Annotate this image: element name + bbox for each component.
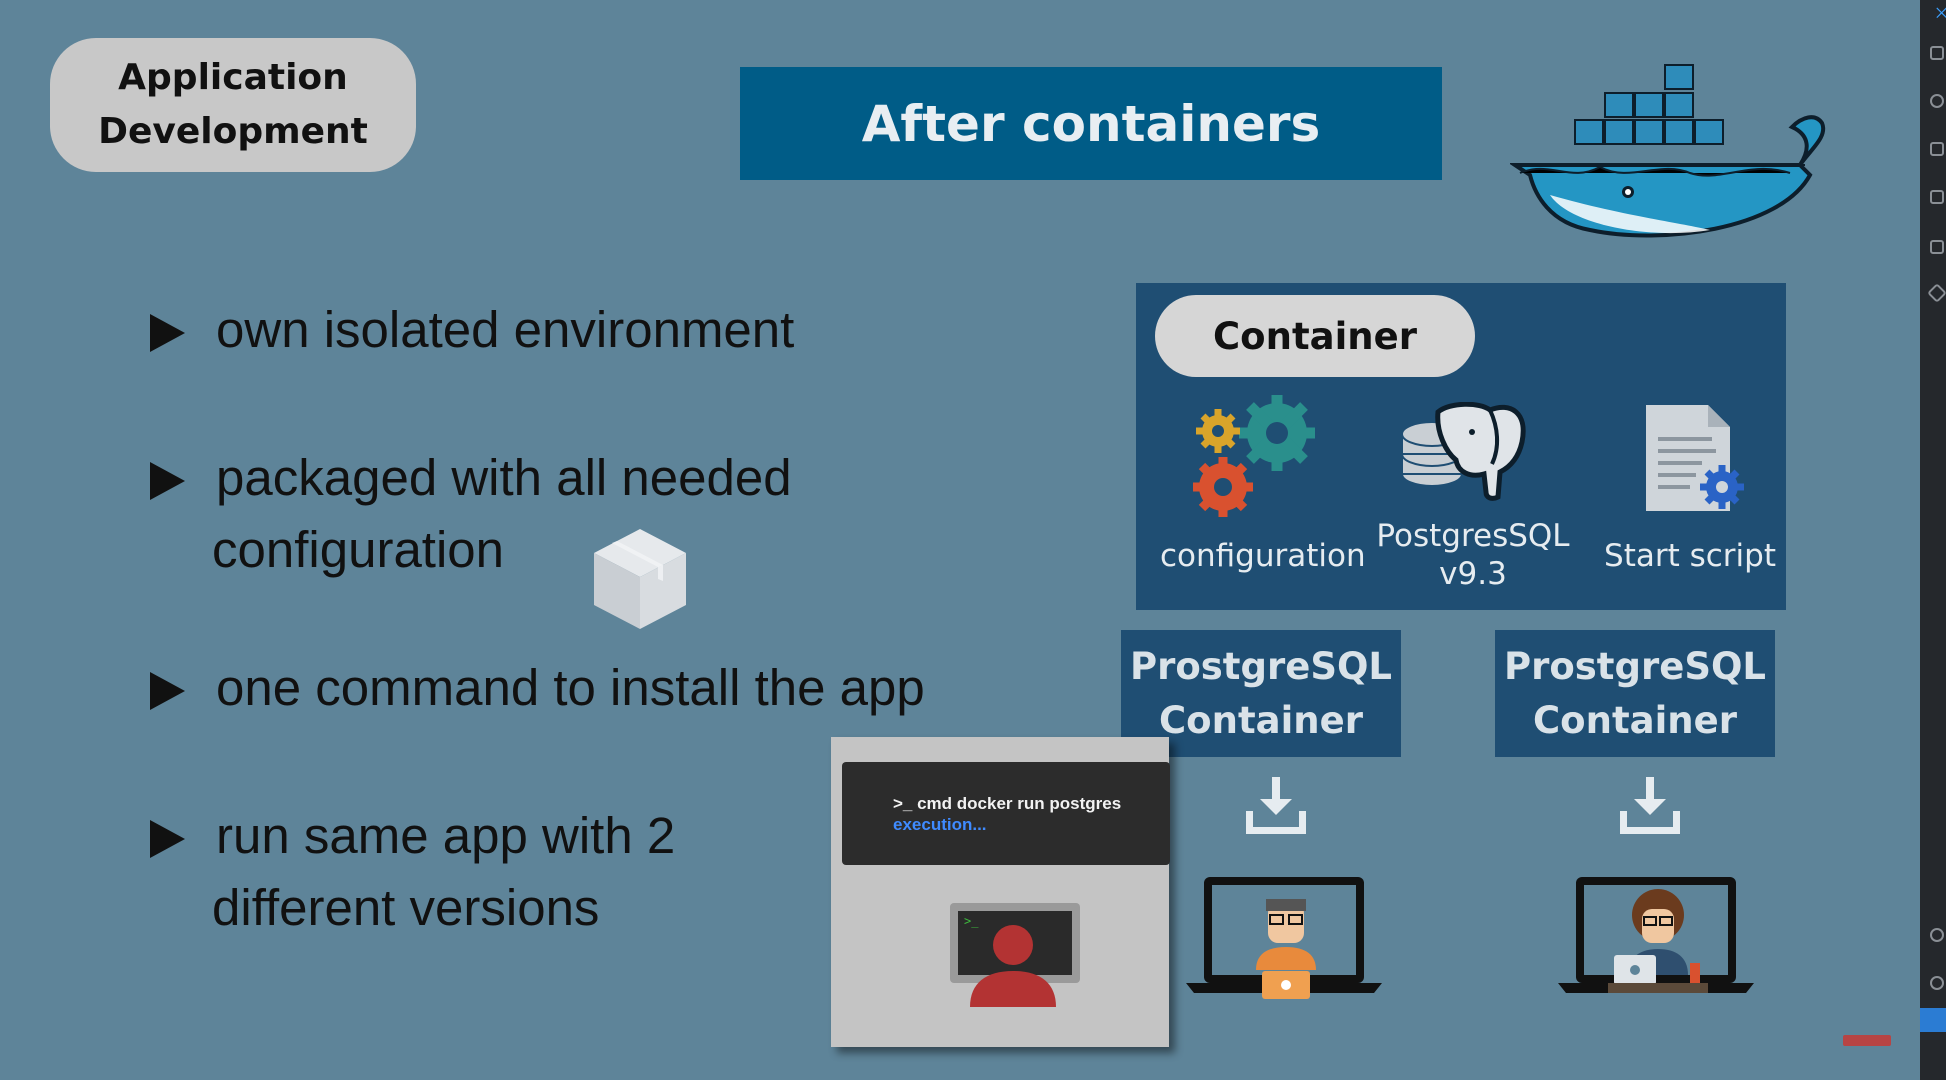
postgres-label-line2: v9.3 [1439,556,1507,592]
gears-icon [1193,395,1315,517]
docker-whale-icon [1510,64,1826,238]
package-box-icon [594,529,686,629]
postgres-elephant-icon [1401,402,1526,501]
vscode-logo-icon: ⨉ [1936,6,1946,22]
bullet-text: packaged with all needed [216,449,792,506]
search-icon[interactable] [1930,94,1944,108]
bullet-arrow-icon [150,820,185,858]
pg-box-line1: ProstgreSQL [1130,644,1392,688]
postgres-container-box: ProstgreSQL Container [1121,630,1401,757]
container-item-label: configuration [1160,538,1366,574]
explorer-icon[interactable] [1930,46,1944,60]
container-item-label: PostgresSQL v9.3 [1373,517,1573,593]
section-title-line2: Development [98,111,368,152]
container-title-pill: Container [1155,295,1475,377]
debug-icon[interactable] [1930,190,1944,204]
postgres-label-line1: PostgresSQL [1376,518,1570,554]
bullet-text: run same app with 2 [216,807,676,864]
bullet-text: one command to install the app [216,659,925,716]
bullet-arrow-icon [150,672,185,710]
section-title-line1: Application [118,57,348,98]
pg-box-line2: Container [1159,698,1363,742]
bullet-text-line2: different versions [212,879,600,936]
download-icon [1246,777,1306,834]
terminal-window [842,762,1170,865]
developer-laptop-icon [1558,877,1754,993]
bullet-arrow-icon [150,314,185,352]
pg-box-line2: Container [1533,698,1737,742]
bullet-text: own isolated environment [216,301,795,358]
container-title: Container [1213,314,1417,358]
section-title-pill: Application Development [50,38,416,172]
bullet-text-line2: configuration [212,521,505,578]
container-item-label: Start script [1604,538,1776,574]
svg-text:>_: >_ [964,914,979,928]
download-icon [1620,777,1680,834]
user-at-terminal-icon: >_ [950,903,1080,1007]
source-control-icon[interactable] [1930,142,1944,156]
banner-title: After containers [740,67,1442,180]
pg-box-line1: ProstgreSQL [1504,644,1766,688]
terminal-command-text: >_ cmd docker run postgres [893,794,1122,813]
editor-activity-bar [1920,0,1946,1080]
developer-laptop-icon [1186,877,1382,999]
terminal-status-text: execution... [893,815,987,834]
remote-status-button[interactable] [1920,1008,1946,1032]
extensions-icon[interactable] [1930,240,1944,254]
bullet-arrow-icon [150,462,185,500]
account-icon[interactable] [1930,928,1944,942]
subscribe-badge [1843,1035,1891,1046]
gear-icon[interactable] [1930,976,1944,990]
banner-text: After containers [861,94,1321,153]
script-document-icon [1646,405,1744,511]
postgres-container-box: ProstgreSQL Container [1495,630,1775,757]
